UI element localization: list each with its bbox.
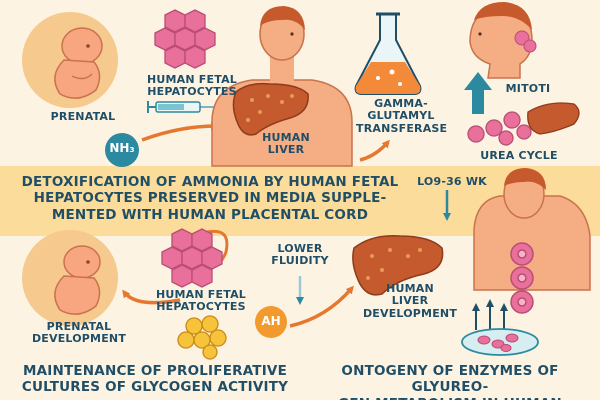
nh3-arrow (141, 122, 219, 142)
cell-stack-icon (510, 242, 534, 314)
ah-badge (255, 306, 287, 338)
label-mitoti: MITOTI (505, 82, 551, 95)
hepatocyte-cluster-icon-bottom (161, 228, 223, 288)
label-weeks: LO9-36 WK (417, 175, 487, 188)
ah-arrow (289, 285, 354, 328)
label-human-liver-development: HUMAN LIVER DEVELOPMENT (362, 282, 458, 320)
caption-right: ONTOGENY OF ENZYMES OF GLYUREO- GEN META… (338, 363, 562, 400)
label-human-fetal-hepatocytes-bottom: HUMAN FETAL HEPATOCYTES (155, 288, 247, 314)
label-human-liver: HUMAN LIVER (262, 131, 310, 157)
hepatocyte-cluster-icon (154, 9, 216, 69)
label-human-fetal-hepatocytes-top: HUMAN FETAL HEPATOCYTES (146, 73, 238, 99)
up-arrow-icon (464, 72, 492, 114)
label-prenatal-development: PRENATAL DEVELOPMENT (31, 320, 127, 346)
petri-dish-icon (461, 299, 539, 356)
nh3-badge (105, 133, 139, 167)
fetus-icon-bottom (22, 230, 118, 326)
liver-icon (232, 82, 309, 136)
ah-label: AH (261, 314, 281, 328)
urea-cycle-cells (467, 111, 532, 146)
human-torso-icon-right (473, 168, 591, 291)
label-prenatal: PRENATAL (50, 110, 116, 123)
flask-icon (354, 12, 422, 95)
head-profile-icon (469, 2, 537, 79)
label-lower-fluidity: LOWER FLUIDITY (271, 242, 329, 268)
syringe-icon (147, 101, 214, 113)
label-urea-cycle: UREA CYCLE (480, 149, 558, 162)
fetus-icon (22, 12, 118, 108)
left-arrow (122, 289, 181, 305)
label-gamma-glutamyl-transferase: GAMMA- GLUTAMYL TRANSFERASE (356, 97, 448, 135)
flask-arrow (359, 139, 390, 162)
banner-title: DETOXIFICATION OF AMMONIA BY HUMAN FETAL… (21, 174, 399, 223)
glycogen-granules-icon (177, 315, 227, 360)
caption-left: MAINTENANCE OF PROLIFERATIVE CULTURES OF… (21, 363, 289, 396)
nh3-label: NH₃ (109, 141, 135, 155)
